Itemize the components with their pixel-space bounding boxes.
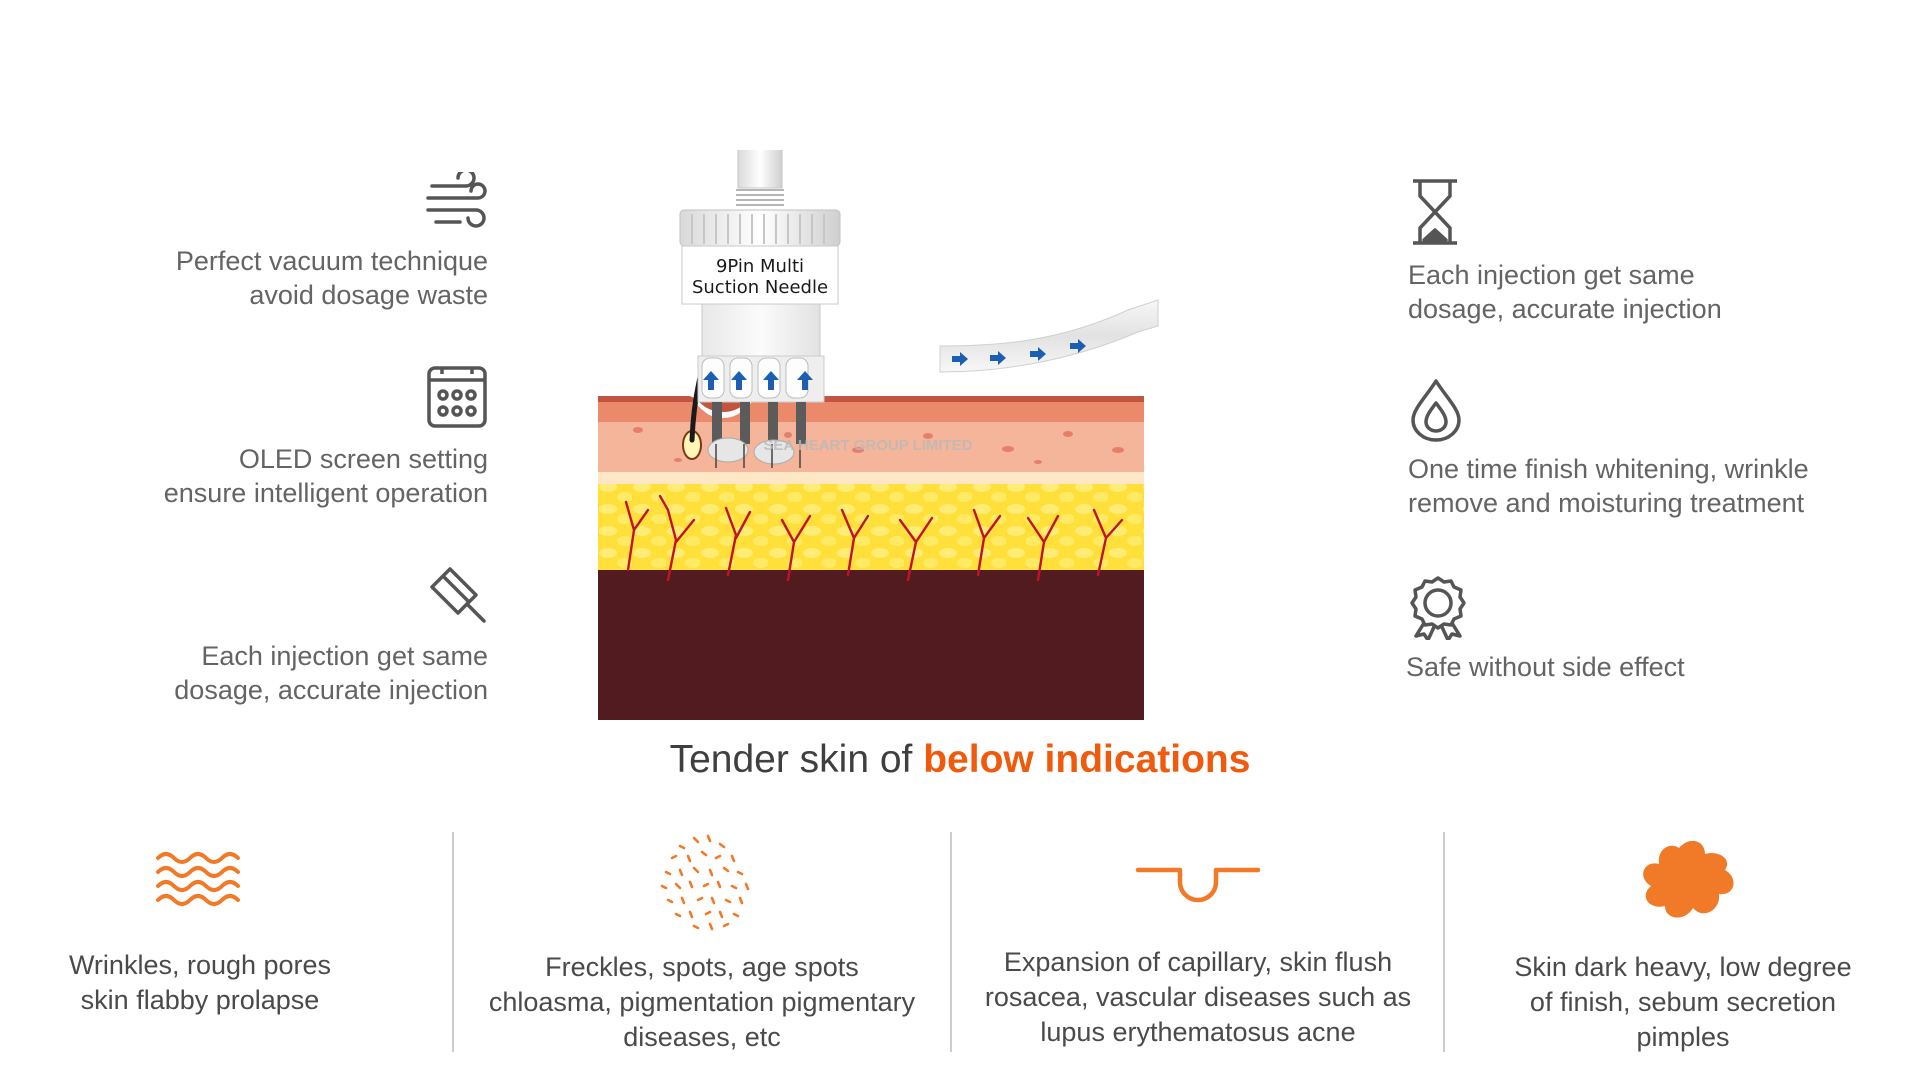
headline-prefix: Tender skin of	[669, 738, 924, 781]
dark-splotch-icon	[1643, 840, 1734, 918]
feature-safe: Safe without side effect	[1406, 574, 1906, 694]
award-medal-icon	[1410, 576, 1466, 640]
feature-injection-right-text: Each injection get same dosage, accurate…	[1408, 260, 1722, 324]
needle-device: 9Pin Multi Suction Needle	[679, 150, 841, 468]
divider	[1443, 832, 1445, 1052]
syringe-icon	[430, 567, 486, 623]
indication-dark-skin-text: Skin dark heavy, low degree of finish, s…	[1514, 952, 1852, 1052]
hourglass-icon	[1413, 179, 1457, 245]
divider	[452, 832, 454, 1052]
indications-headline: Tender skin of below indications	[0, 738, 1920, 782]
indication-wrinkles: Wrinkles, rough pores skin flabby prolap…	[0, 830, 440, 1060]
feature-whitening-text: One time finish whitening, wrinkle remov…	[1408, 454, 1809, 518]
feature-vacuum: Perfect vacuum technique avoid dosage wa…	[10, 170, 488, 320]
capillary-dip-icon	[1135, 867, 1261, 903]
indication-freckles: Freckles, spots, age spots chloasma, pig…	[462, 830, 942, 1060]
indication-capillary-text: Expansion of capillary, skin flush rosac…	[984, 947, 1412, 1047]
feature-injection-right: Each injection get same dosage, accurate…	[1408, 178, 1908, 328]
wind-icon	[426, 172, 487, 228]
device-label-line1: 9Pin Multi	[716, 256, 804, 277]
needle-skin-illustration: 9Pin Multi Suction Needle	[598, 150, 1159, 720]
skin-cross-section	[598, 305, 1144, 720]
feature-safe-text: Safe without side effect	[1406, 652, 1685, 682]
water-drop-icon	[1411, 379, 1461, 442]
indication-dark-skin: Skin dark heavy, low degree of finish, s…	[1443, 830, 1920, 1060]
wrinkle-waves-icon	[156, 852, 240, 906]
watermark: SEA HEART GROUP LIMITED	[763, 437, 972, 454]
feature-whitening: One time finish whitening, wrinkle remov…	[1408, 377, 1908, 527]
indication-wrinkles-text: Wrinkles, rough pores skin flabby prolap…	[68, 950, 332, 1015]
freckle-spots-icon	[660, 834, 750, 931]
indication-capillary: Expansion of capillary, skin flush rosac…	[958, 830, 1438, 1060]
indication-freckles-text: Freckles, spots, age spots chloasma, pig…	[488, 952, 916, 1052]
feature-oled: OLED screen setting ensure intelligent o…	[10, 362, 488, 512]
feature-vacuum-text: Perfect vacuum technique avoid dosage wa…	[175, 246, 488, 310]
headline-highlight: below indications	[923, 738, 1251, 781]
divider	[950, 832, 952, 1052]
screen-grid-icon	[427, 366, 487, 428]
feature-injection-left-text: Each injection get same dosage, accurate…	[174, 641, 488, 705]
feature-oled-text: OLED screen setting ensure intelligent o…	[163, 444, 488, 508]
device-label-line2: Suction Needle	[692, 277, 828, 298]
feature-injection-left: Each injection get same dosage, accurate…	[10, 565, 488, 715]
